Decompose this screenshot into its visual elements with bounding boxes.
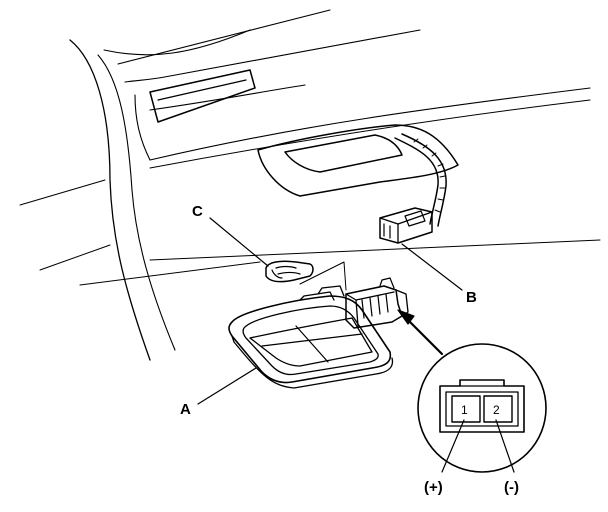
connector-detail-view (417, 343, 547, 473)
callout-a: A (180, 401, 191, 418)
connector-b (379, 207, 433, 244)
upper-trim-slot (149, 69, 256, 123)
leader-b (401, 243, 463, 291)
polarity-plus-label: (+) (424, 479, 443, 496)
leader-minus (495, 419, 515, 473)
polarity-minus-label: (-) (504, 479, 519, 496)
guide-line (299, 261, 347, 291)
callout-c: C (192, 203, 203, 220)
pin-1-label: 1 (461, 403, 468, 417)
callout-b: B (466, 289, 477, 306)
pin-2-label: 2 (493, 403, 500, 417)
lamp-assembly-a (228, 285, 394, 389)
mounting-recess (257, 124, 459, 197)
bulb-c (265, 260, 314, 283)
detail-arrow (397, 309, 444, 356)
trim-panel-outline (19, 9, 601, 361)
leader-a (197, 367, 257, 405)
leader-plus (441, 419, 465, 473)
leader-c (209, 217, 269, 267)
